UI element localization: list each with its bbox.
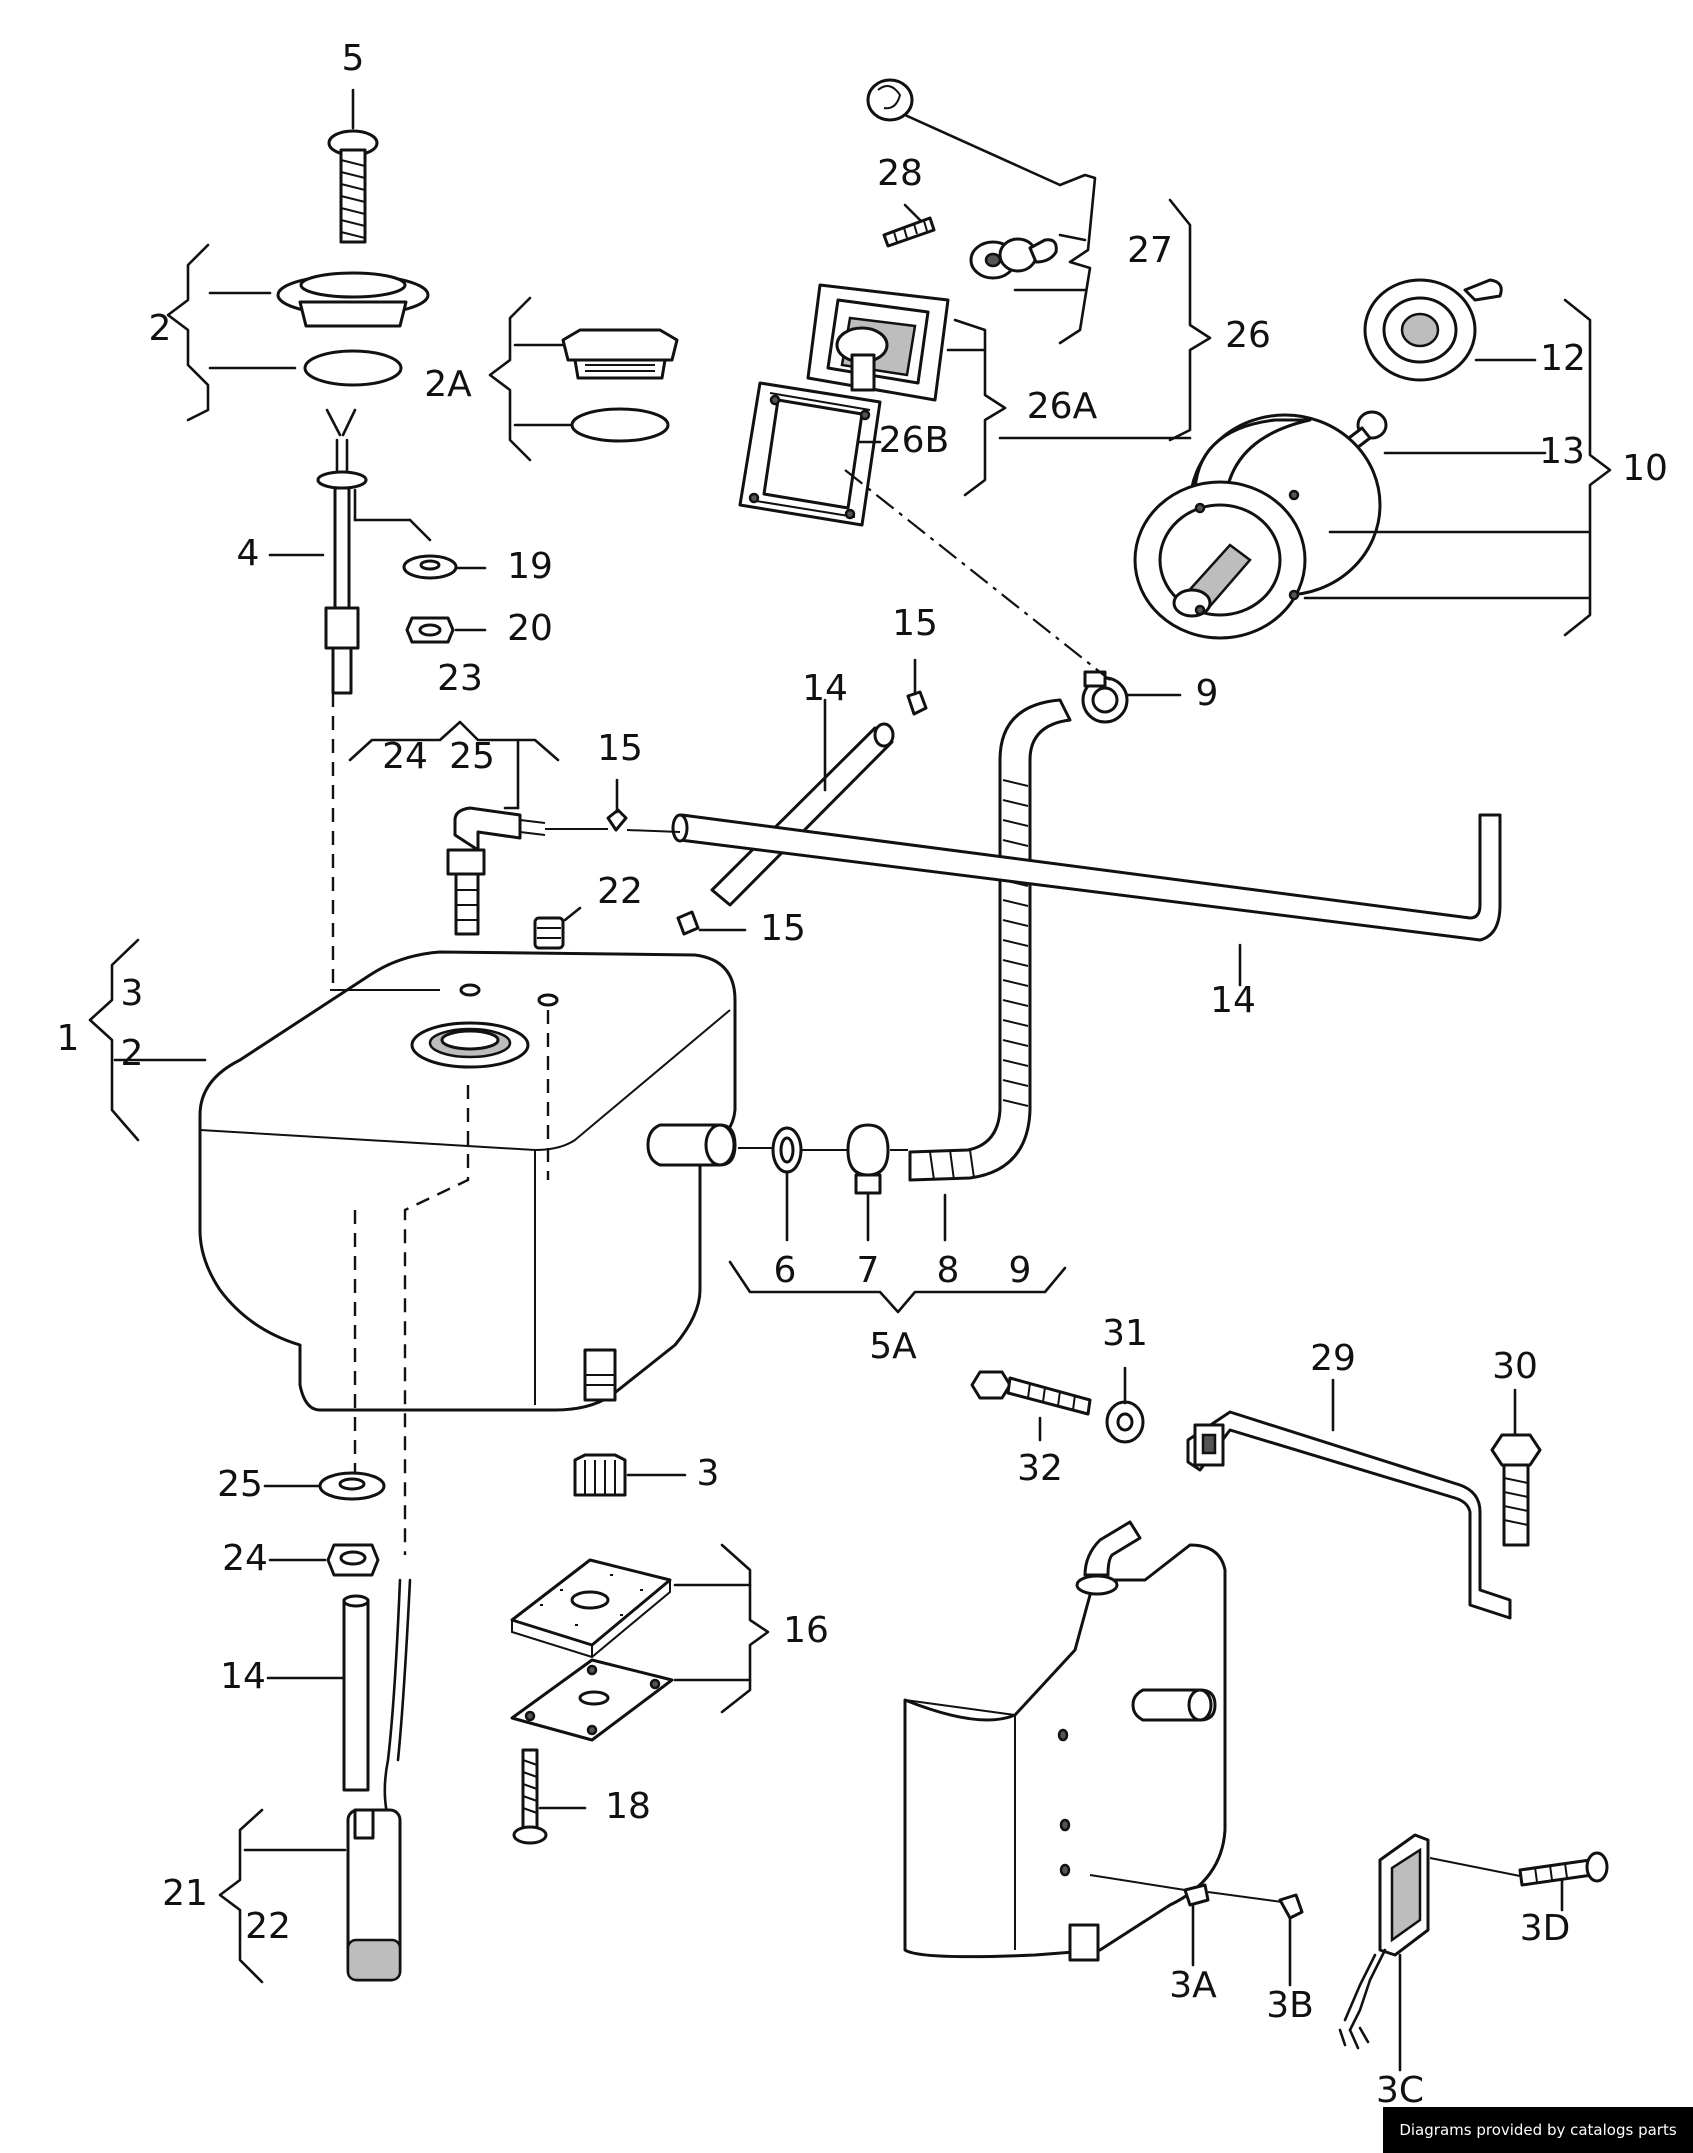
callout-2a: 2A xyxy=(424,364,472,405)
bolt-32 xyxy=(970,1370,1092,1416)
credit-banner: Diagrams provided by catalogs parts xyxy=(1383,2107,1693,2153)
callout-22-top: 22 xyxy=(597,871,643,912)
callout-5: 5 xyxy=(342,38,365,79)
callout-3a: 3A xyxy=(1169,1965,1217,2006)
callout-22-bottom: 22 xyxy=(245,1906,291,1947)
callout-7: 7 xyxy=(857,1250,880,1291)
drain-stub-and-cap-3 xyxy=(573,1348,627,1497)
nut-24 xyxy=(326,1543,380,1577)
callout-30: 30 xyxy=(1492,1346,1538,1387)
flap-gasket-26b xyxy=(738,381,882,527)
callout-23: 23 xyxy=(437,658,483,699)
washer-31 xyxy=(1105,1400,1145,1444)
callout-3-top: 3 xyxy=(121,973,144,1014)
callout-15-mid: 15 xyxy=(597,728,643,769)
bolt-30 xyxy=(1490,1433,1542,1547)
washer-25 xyxy=(318,1471,386,1501)
callout-1: 1 xyxy=(57,1018,80,1059)
callout-3c: 3C xyxy=(1376,2070,1424,2111)
callout-26a: 26A xyxy=(1027,386,1098,427)
callout-labels: 5 2 2A 4 19 20 23 24 25 28 27 26 26A 26B… xyxy=(57,38,1668,2111)
callout-15-right: 15 xyxy=(760,908,806,949)
callout-31: 31 xyxy=(1102,1313,1148,1354)
callout-16: 16 xyxy=(783,1610,829,1651)
callout-25-bottom: 25 xyxy=(217,1464,263,1505)
cap-12 xyxy=(1363,278,1503,382)
breather-pipe-14-long xyxy=(671,813,1502,942)
hose-clamp-9-top xyxy=(1081,670,1129,724)
filler-hose-8 xyxy=(908,698,1072,1182)
sender-parts-3a-3b xyxy=(1089,1874,1304,1920)
fuel-flap-26a xyxy=(806,283,950,402)
callout-15-top: 15 xyxy=(892,603,938,644)
filler-cap-2 xyxy=(276,271,430,387)
callout-3d: 3D xyxy=(1520,1908,1571,1949)
relay-3c xyxy=(1338,1833,1430,2050)
callout-14-pipe: 14 xyxy=(802,668,848,709)
callout-2: 2 xyxy=(149,308,172,349)
lock-cylinder-27 xyxy=(969,237,1058,280)
leader-lines xyxy=(88,113,1612,2072)
callout-32: 32 xyxy=(1017,1448,1063,1489)
grommet-22 xyxy=(533,916,565,950)
callout-20: 20 xyxy=(507,608,553,649)
callout-3b: 3B xyxy=(1266,1985,1314,2026)
screw-5 xyxy=(327,88,379,244)
sender-4 xyxy=(316,408,432,695)
callout-6: 6 xyxy=(774,1250,797,1291)
callout-21: 21 xyxy=(162,1873,208,1914)
callout-5a: 5A xyxy=(869,1326,917,1367)
mounting-plate-16 xyxy=(510,1658,674,1742)
bracket-29 xyxy=(1186,1410,1512,1620)
callout-18: 18 xyxy=(605,1786,651,1827)
callout-10: 10 xyxy=(1622,448,1668,489)
lock-cap-27 xyxy=(866,78,914,122)
callout-9-top: 9 xyxy=(1196,673,1219,714)
tank-side-view xyxy=(903,1520,1227,1962)
callout-25: 25 xyxy=(449,736,495,777)
callout-2-tank: 2 xyxy=(121,1033,144,1074)
callout-12: 12 xyxy=(1540,338,1586,379)
screw-18 xyxy=(512,1748,548,1845)
callout-26b: 26B xyxy=(879,420,950,461)
callout-26: 26 xyxy=(1225,315,1271,356)
callout-19: 19 xyxy=(507,546,553,587)
screw-3d xyxy=(1429,1851,1609,1887)
callout-14-long: 14 xyxy=(1210,980,1256,1021)
callout-9: 9 xyxy=(1009,1250,1032,1291)
filler-cap-2a xyxy=(561,328,679,443)
side-outlet-and-clamp xyxy=(646,1123,890,1195)
assembly-lines xyxy=(330,469,1111,1555)
callout-29: 29 xyxy=(1310,1338,1356,1379)
callout-24-bottom: 24 xyxy=(222,1538,268,1579)
credit-text: Diagrams provided by catalogs parts xyxy=(1399,2121,1677,2139)
callout-13: 13 xyxy=(1539,431,1585,472)
callout-14-bottom: 14 xyxy=(220,1656,266,1697)
fuel-pump-21 xyxy=(346,1578,412,1982)
elbow-23 xyxy=(446,806,546,936)
pipe-14 xyxy=(342,1594,370,1792)
callout-27: 27 xyxy=(1127,230,1173,271)
callout-4: 4 xyxy=(237,533,260,574)
washer-19-and-nut-20 xyxy=(402,554,458,644)
callout-28: 28 xyxy=(877,153,923,194)
insulation-plate-16 xyxy=(510,1558,672,1659)
callout-24: 24 xyxy=(382,736,428,777)
filler-housing-10 xyxy=(1133,413,1382,640)
callout-8: 8 xyxy=(937,1250,960,1291)
screw-28 xyxy=(882,216,936,248)
breather-pipe-14-short xyxy=(710,722,895,907)
callout-3-drain: 3 xyxy=(697,1453,720,1494)
